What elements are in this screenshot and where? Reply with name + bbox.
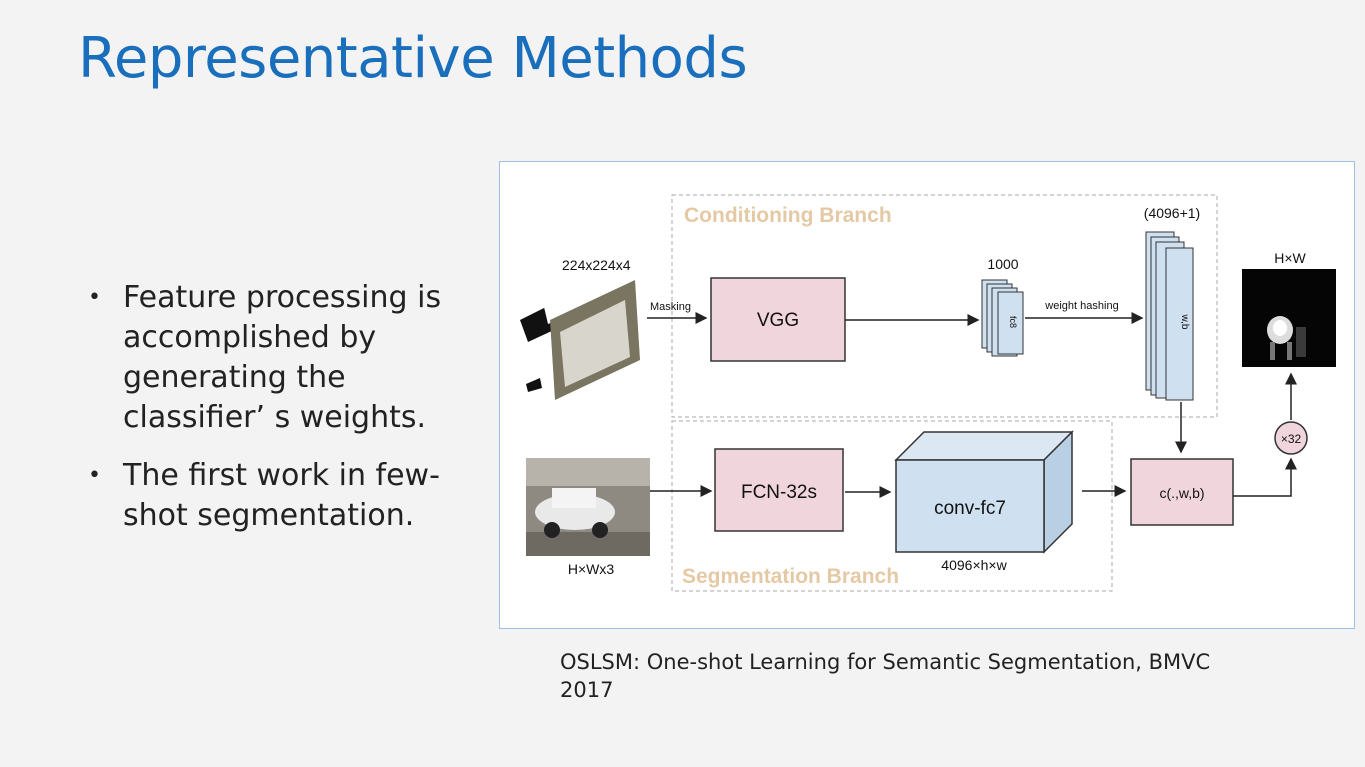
classifier-to-upsample-arrow: [1233, 457, 1297, 497]
vgg-label: VGG: [757, 310, 799, 331]
input-top-size-label: 224x224x4: [562, 257, 631, 273]
support-image: [520, 266, 640, 400]
segmentation-branch-box: [671, 420, 1113, 592]
bullet-text: The first work in few-shot segmentation.: [123, 458, 440, 533]
slide-title: Representative Methods: [78, 26, 748, 91]
classifier-block: [1130, 458, 1234, 526]
fc8-stack: [981, 279, 1024, 357]
wb-label: w,b: [1179, 313, 1190, 329]
bullet-list: • Feature processing is accomplished by g…: [88, 278, 488, 554]
architecture-diagram: Conditioning Branch Segmentation Branch …: [520, 194, 1336, 592]
citation: OSLSM: One-shot Learning for Semantic Se…: [560, 650, 1211, 702]
bullet-item: • Feature processing is accomplished by g…: [88, 278, 488, 438]
bullet-dot-icon: •: [88, 463, 101, 488]
bullet-dot-icon: •: [88, 285, 101, 310]
weight-hashing-label: weight hashing: [1044, 300, 1118, 312]
masking-label: Masking: [650, 301, 691, 313]
upsample-node: [1274, 421, 1308, 455]
conv-fc7-size-label: 4096×h×w: [941, 557, 1007, 573]
segmentation-branch-label: Segmentation Branch: [682, 565, 899, 588]
conditioning-branch-label: Conditioning Branch: [684, 204, 892, 227]
input-bottom-size-label: H×Wx3: [568, 561, 615, 577]
classifier-label: c(.,w,b): [1159, 485, 1204, 501]
fc8-label: fc8: [1008, 316, 1018, 328]
conditioning-branch-box: [671, 194, 1218, 418]
wb-dim-label: (4096+1): [1144, 205, 1200, 221]
output-mask: [1242, 269, 1336, 367]
architecture-figure: Conditioning Branch Segmentation Branch …: [499, 161, 1355, 629]
bullet-item: • The first work in few-shot segmentation…: [88, 456, 488, 536]
fcn-label: FCN-32s: [741, 482, 817, 503]
fc8-count-label: 1000: [987, 256, 1018, 272]
output-size-label: H×W: [1274, 250, 1306, 266]
bullet-text: Feature processing is accomplished by ge…: [123, 280, 442, 435]
fcn-block: [714, 448, 844, 532]
query-image: [526, 458, 650, 556]
wb-stack: [1145, 231, 1194, 401]
upsample-label: ×32: [1281, 432, 1302, 446]
conv-fc7-label: conv-fc7: [934, 498, 1006, 519]
conv-fc7-block: [894, 430, 1074, 554]
